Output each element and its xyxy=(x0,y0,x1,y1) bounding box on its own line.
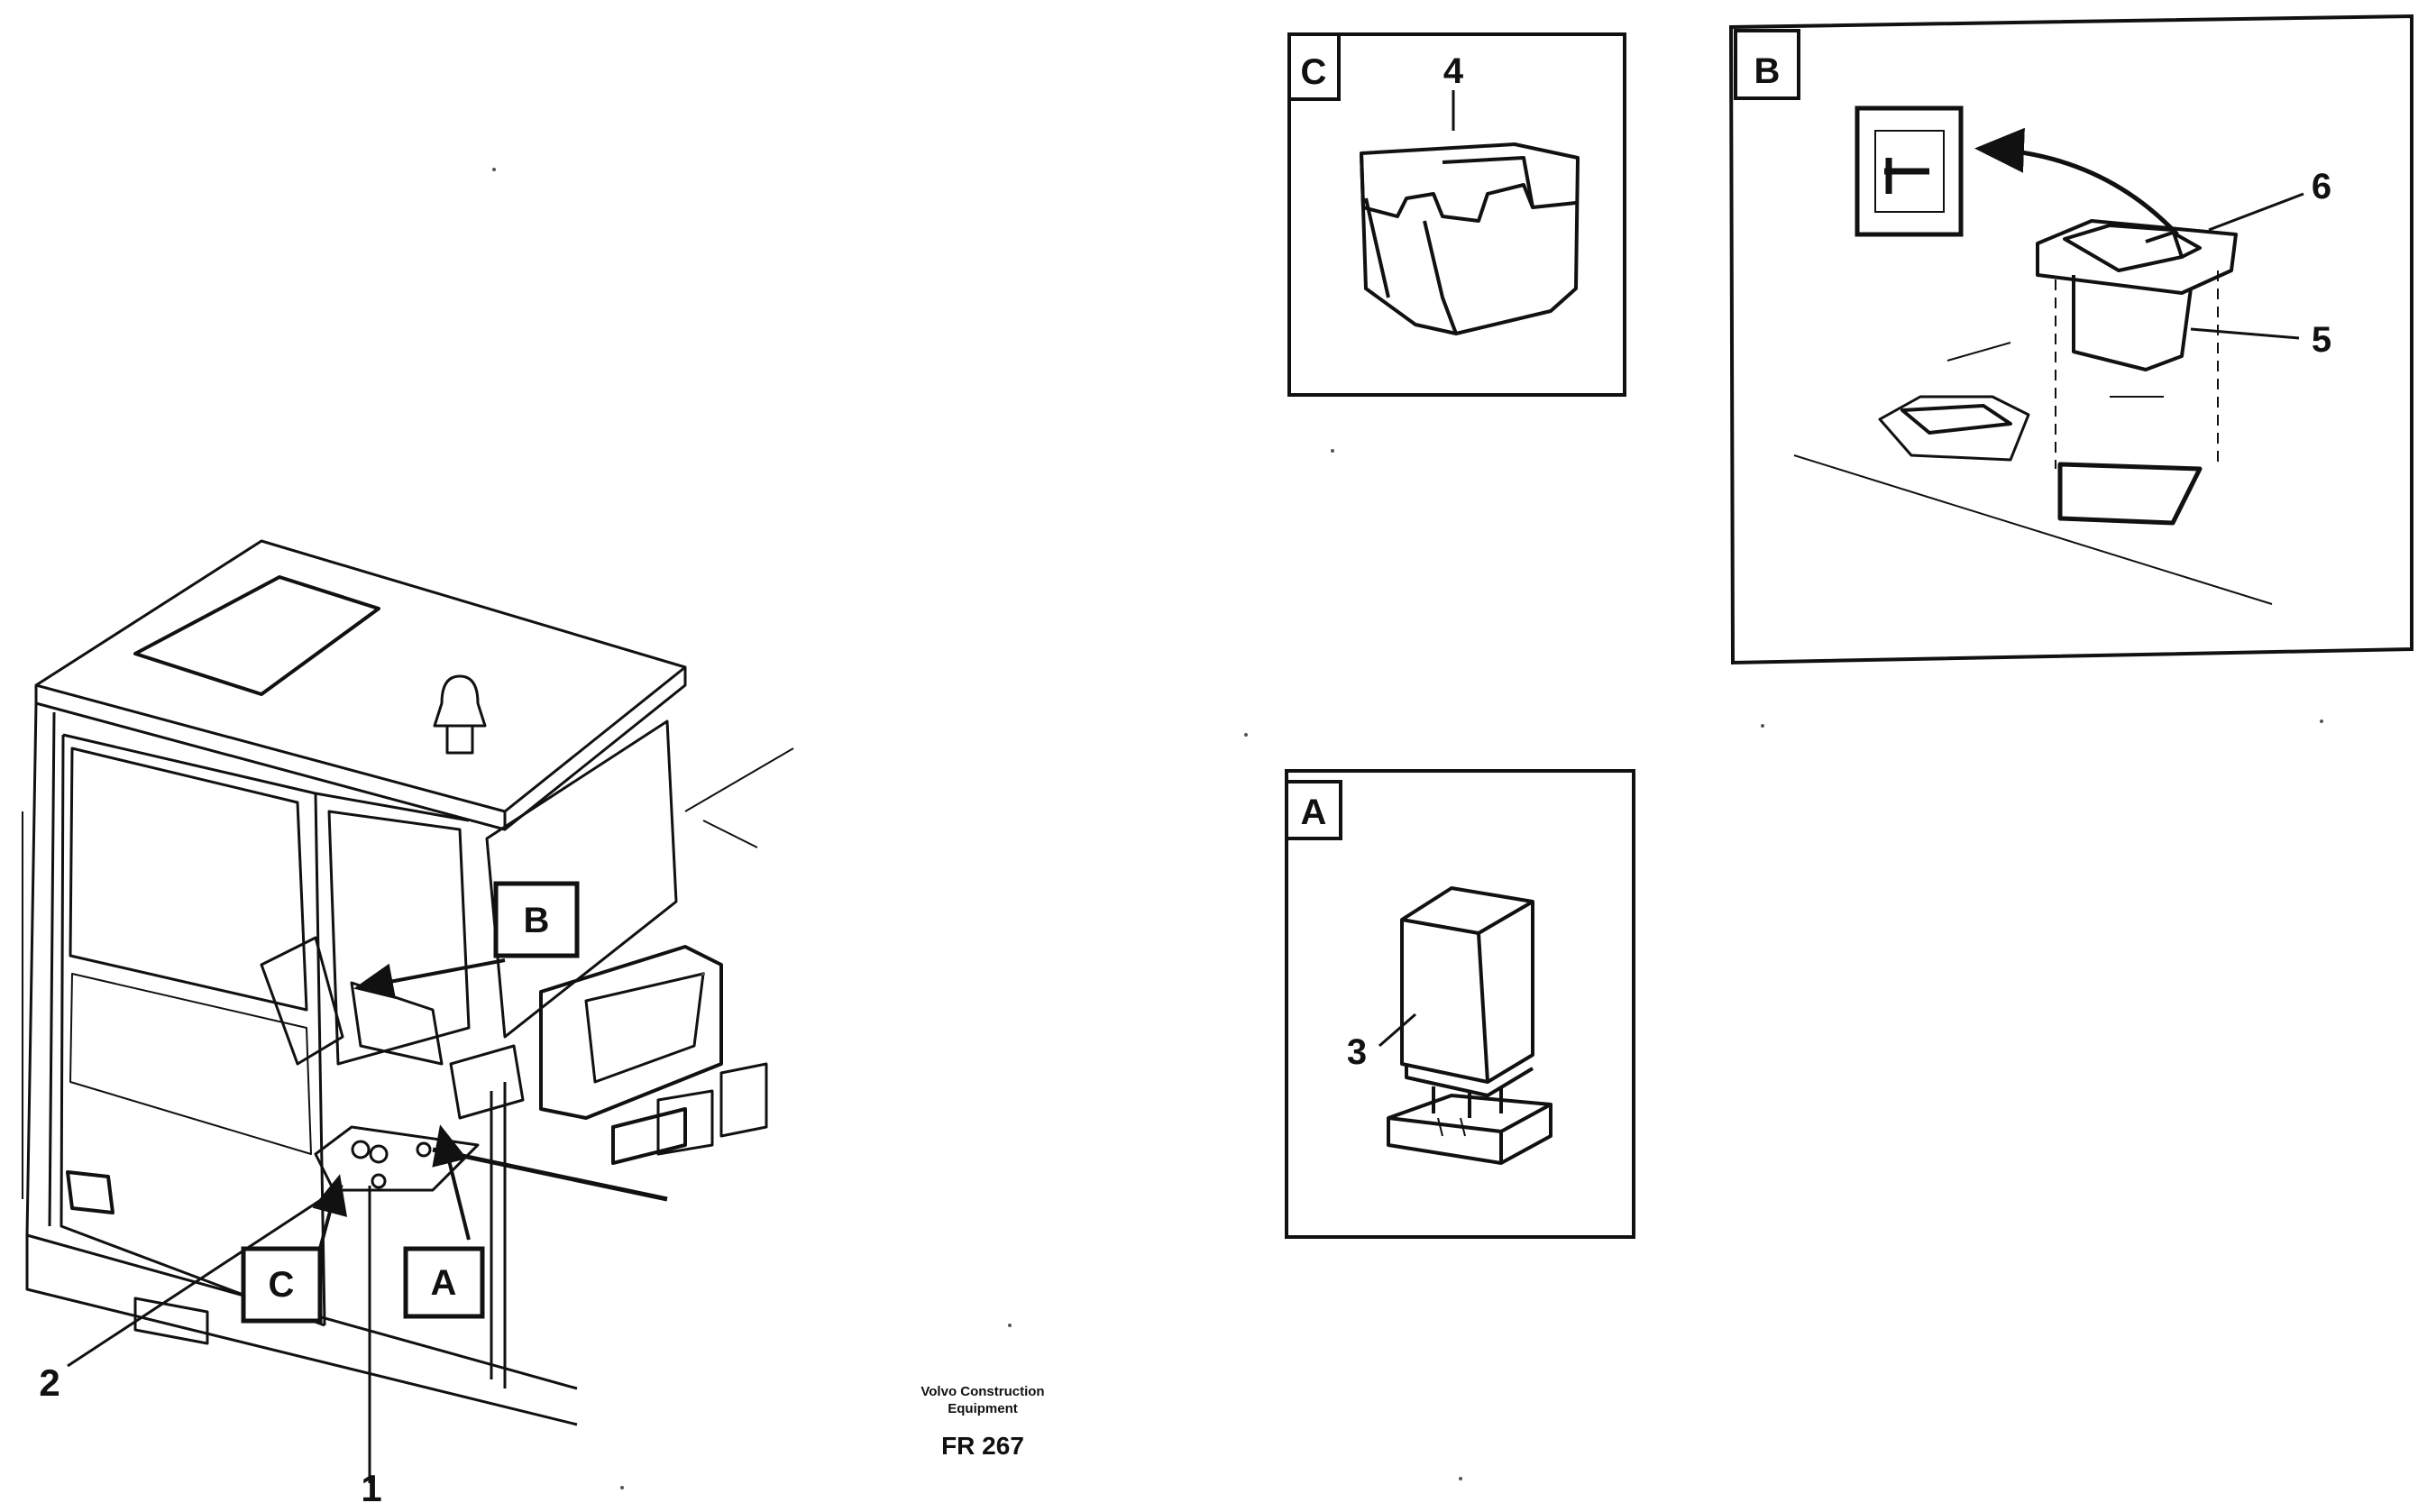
leader-part-2 xyxy=(67,1184,343,1368)
callout-a: A xyxy=(403,1246,485,1319)
arrow-to-a xyxy=(432,1124,471,1241)
figure-code: FR 267 xyxy=(941,1432,1024,1460)
panel-a-title: A xyxy=(1301,793,1327,832)
company-line-1: Volvo Construction xyxy=(920,1384,1045,1399)
part-number-2: 2 xyxy=(39,1361,60,1404)
detail-panel-a: A 3 xyxy=(1285,769,1635,1239)
overview-leaders xyxy=(67,958,506,1483)
callout-b-label: B xyxy=(524,901,550,940)
panel-c-part-number: 4 xyxy=(1443,51,1464,91)
scan-dots xyxy=(492,168,2323,1489)
callout-b: B xyxy=(493,881,580,958)
callout-a-label: A xyxy=(431,1263,457,1303)
company-line-2: Equipment xyxy=(948,1401,1018,1416)
panel-b-title: B xyxy=(1754,51,1781,91)
callout-c-label: C xyxy=(269,1265,295,1305)
relay-drawing xyxy=(1387,886,1552,1165)
switch-symbol-icon xyxy=(1855,105,1964,237)
rocker-switch-drawing xyxy=(1793,219,2273,605)
detail-panel-c: C 4 xyxy=(1287,32,1626,397)
callout-c: C xyxy=(241,1246,323,1324)
arrow-to-c xyxy=(312,1174,348,1250)
arrow-to-b xyxy=(353,958,506,1000)
panel-a-part-number: 3 xyxy=(1347,1032,1367,1072)
panel-b-part-number-5: 5 xyxy=(2312,320,2331,360)
panel-c-title: C xyxy=(1301,52,1327,92)
beacon-light xyxy=(433,674,487,755)
detail-panel-b: B 6 5 xyxy=(1728,14,2413,665)
curved-arrow xyxy=(1974,127,2179,236)
part-number-1: 1 xyxy=(361,1467,381,1507)
panel-b-part-number-6: 6 xyxy=(2312,167,2331,206)
company-caption: Volvo Construction Equipment xyxy=(866,1383,1100,1417)
cab-overview-drawing xyxy=(22,539,794,1426)
relay-holder-drawing xyxy=(1360,142,1580,335)
